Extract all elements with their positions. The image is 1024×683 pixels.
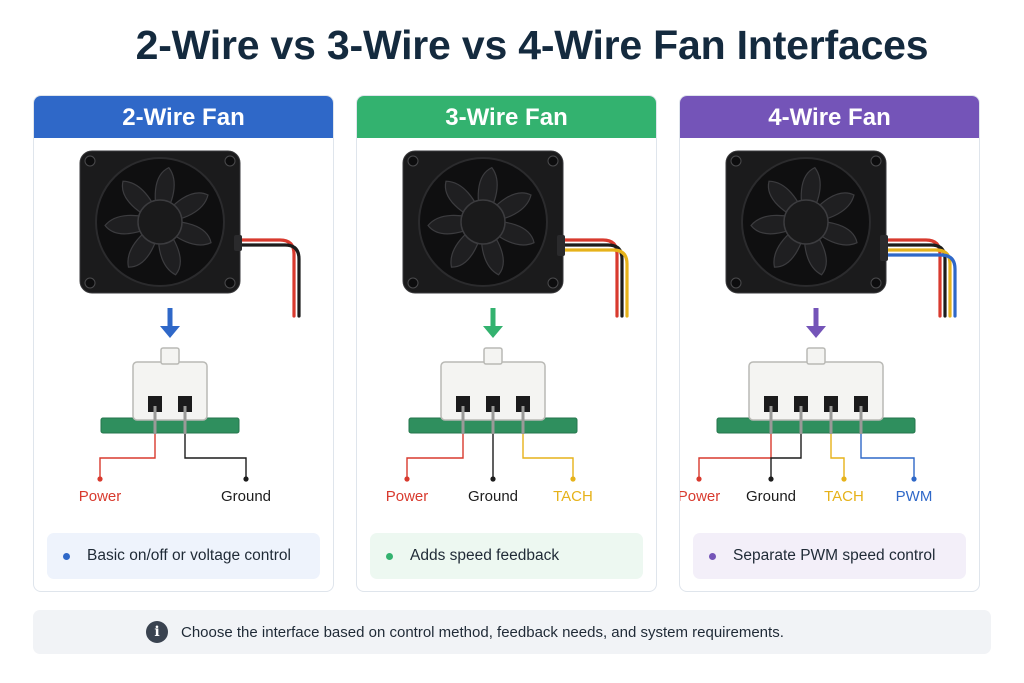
four-wire-fan-diagram [696,150,957,482]
pin-label-ground: Ground [220,488,272,505]
fan-icon [79,150,241,294]
bullet-dot [709,552,716,560]
pin-label-power: Power [385,488,429,505]
pin-label-ground: Ground [745,488,797,505]
arrow-down-icon [483,308,503,338]
pin-lead-power [406,434,464,478]
pin-lead-end [841,476,847,482]
pin-lead-end [404,476,410,482]
card-3-wire-fan: 3-Wire Fan Adds speed feedback Power Grou… [356,95,657,592]
fan-cable [880,235,957,318]
connector-3-pin [404,347,578,482]
pin-lead-end [570,476,576,482]
pin-lead-end [97,476,103,482]
pin-lead-power [698,434,772,478]
pin-lead-end [911,476,917,482]
card-heading: 3-Wire Fan [357,96,656,138]
fan-icon [725,150,887,294]
connector-2-pin [97,347,249,482]
feature-note-text: Adds speed feedback [410,547,560,564]
feature-note-text: Separate PWM speed control [733,547,936,564]
pin-lead-tach [522,434,574,478]
pin-label-power: Power [78,488,122,505]
two-wire-fan-diagram [79,150,301,482]
pin-lead-ground [770,434,802,478]
pin-label-pwm: PWM [895,488,933,505]
info-icon: i [146,621,168,643]
card-heading: 4-Wire Fan [680,96,979,138]
card-heading: 2-Wire Fan [34,96,333,138]
three-wire-fan-diagram [402,150,629,482]
pin-label-power: Power [679,488,721,505]
info-banner: i Choose the interface based on control … [33,610,991,654]
feature-note-text: Basic on/off or voltage control [87,547,291,564]
arrow-down-icon [806,308,826,338]
fan-icon [402,150,564,294]
pin-lead-power [99,434,156,478]
pin-label-tach: TACH [553,488,593,505]
feature-note: Basic on/off or voltage control [47,533,320,579]
pin-lead-ground [184,434,247,478]
pin-lead-tach [830,434,845,478]
pin-lead-pwm [860,434,915,478]
feature-note: Separate PWM speed control [693,533,966,579]
fan-cable [557,235,629,318]
info-banner-text: Choose the interface based on control me… [181,623,784,641]
bullet-dot [63,552,70,560]
pin-lead-end [696,476,702,482]
arrow-down-icon [160,308,180,338]
bullet-dot [386,552,393,560]
pin-lead-end [243,476,249,482]
pin-lead-end [768,476,774,482]
pin-label-tach: TACH [824,488,864,505]
pin-lead-end [490,476,496,482]
card-2-wire-fan: 2-Wire Fan Basic on/off or voltage contr… [33,95,334,592]
connector-4-pin [696,347,917,482]
fan-cable [234,235,301,318]
card-4-wire-fan: 4-Wire Fan Separate PWM speed control Po… [679,95,980,592]
feature-note: Adds speed feedback [370,533,643,579]
page-title: 2-Wire vs 3-Wire vs 4-Wire Fan Interface… [135,22,929,68]
pin-label-ground: Ground [467,488,519,505]
